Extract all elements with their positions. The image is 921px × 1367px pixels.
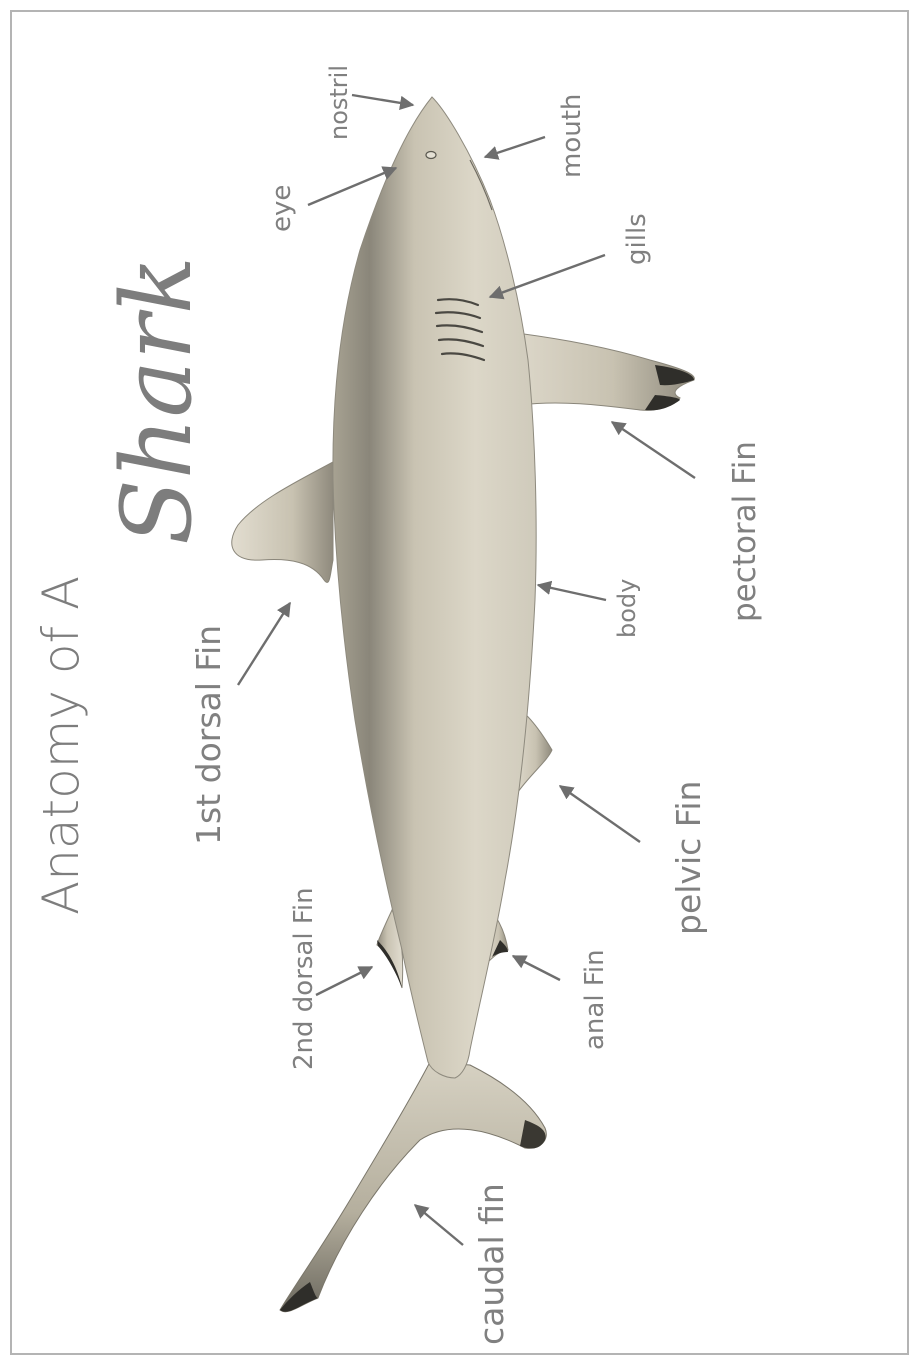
label-gills: gills: [622, 213, 652, 265]
shark-body-shape: [333, 97, 536, 1078]
eye-shape: [426, 152, 436, 159]
arrow-pelvic-fin: [560, 786, 640, 842]
label-second-dorsal-fin: 2nd dorsal Fin: [289, 887, 319, 1070]
label-first-dorsal-fin: 1st dorsal Fin: [189, 625, 228, 845]
arrow-caudal-fin: [415, 1205, 463, 1245]
title-script-word: Shark: [101, 256, 213, 545]
label-nostril: nostril: [325, 65, 353, 140]
arrow-anal-fin: [513, 956, 560, 980]
title-prefix: Anatomy of A: [32, 576, 90, 915]
arrow-first-dorsal-fin: [238, 603, 290, 685]
label-mouth: mouth: [557, 94, 587, 178]
arrow-second-dorsal-fin: [316, 967, 372, 995]
shark-illustration: [232, 97, 695, 1312]
arrow-nostril: [352, 95, 413, 105]
label-anal-fin: anal Fin: [580, 949, 610, 1050]
label-pelvic-fin: pelvic Fin: [669, 781, 708, 935]
arrow-body: [538, 585, 606, 600]
arrow-pectoral-fin: [612, 422, 695, 478]
label-eye: eye: [267, 185, 297, 232]
arrow-mouth: [485, 137, 545, 157]
label-caudal-fin: caudal fin: [472, 1183, 511, 1345]
first-dorsal-fin-shape: [232, 462, 333, 582]
label-pectoral-fin: pectoral Fin: [727, 441, 763, 622]
label-body: body: [613, 579, 641, 638]
